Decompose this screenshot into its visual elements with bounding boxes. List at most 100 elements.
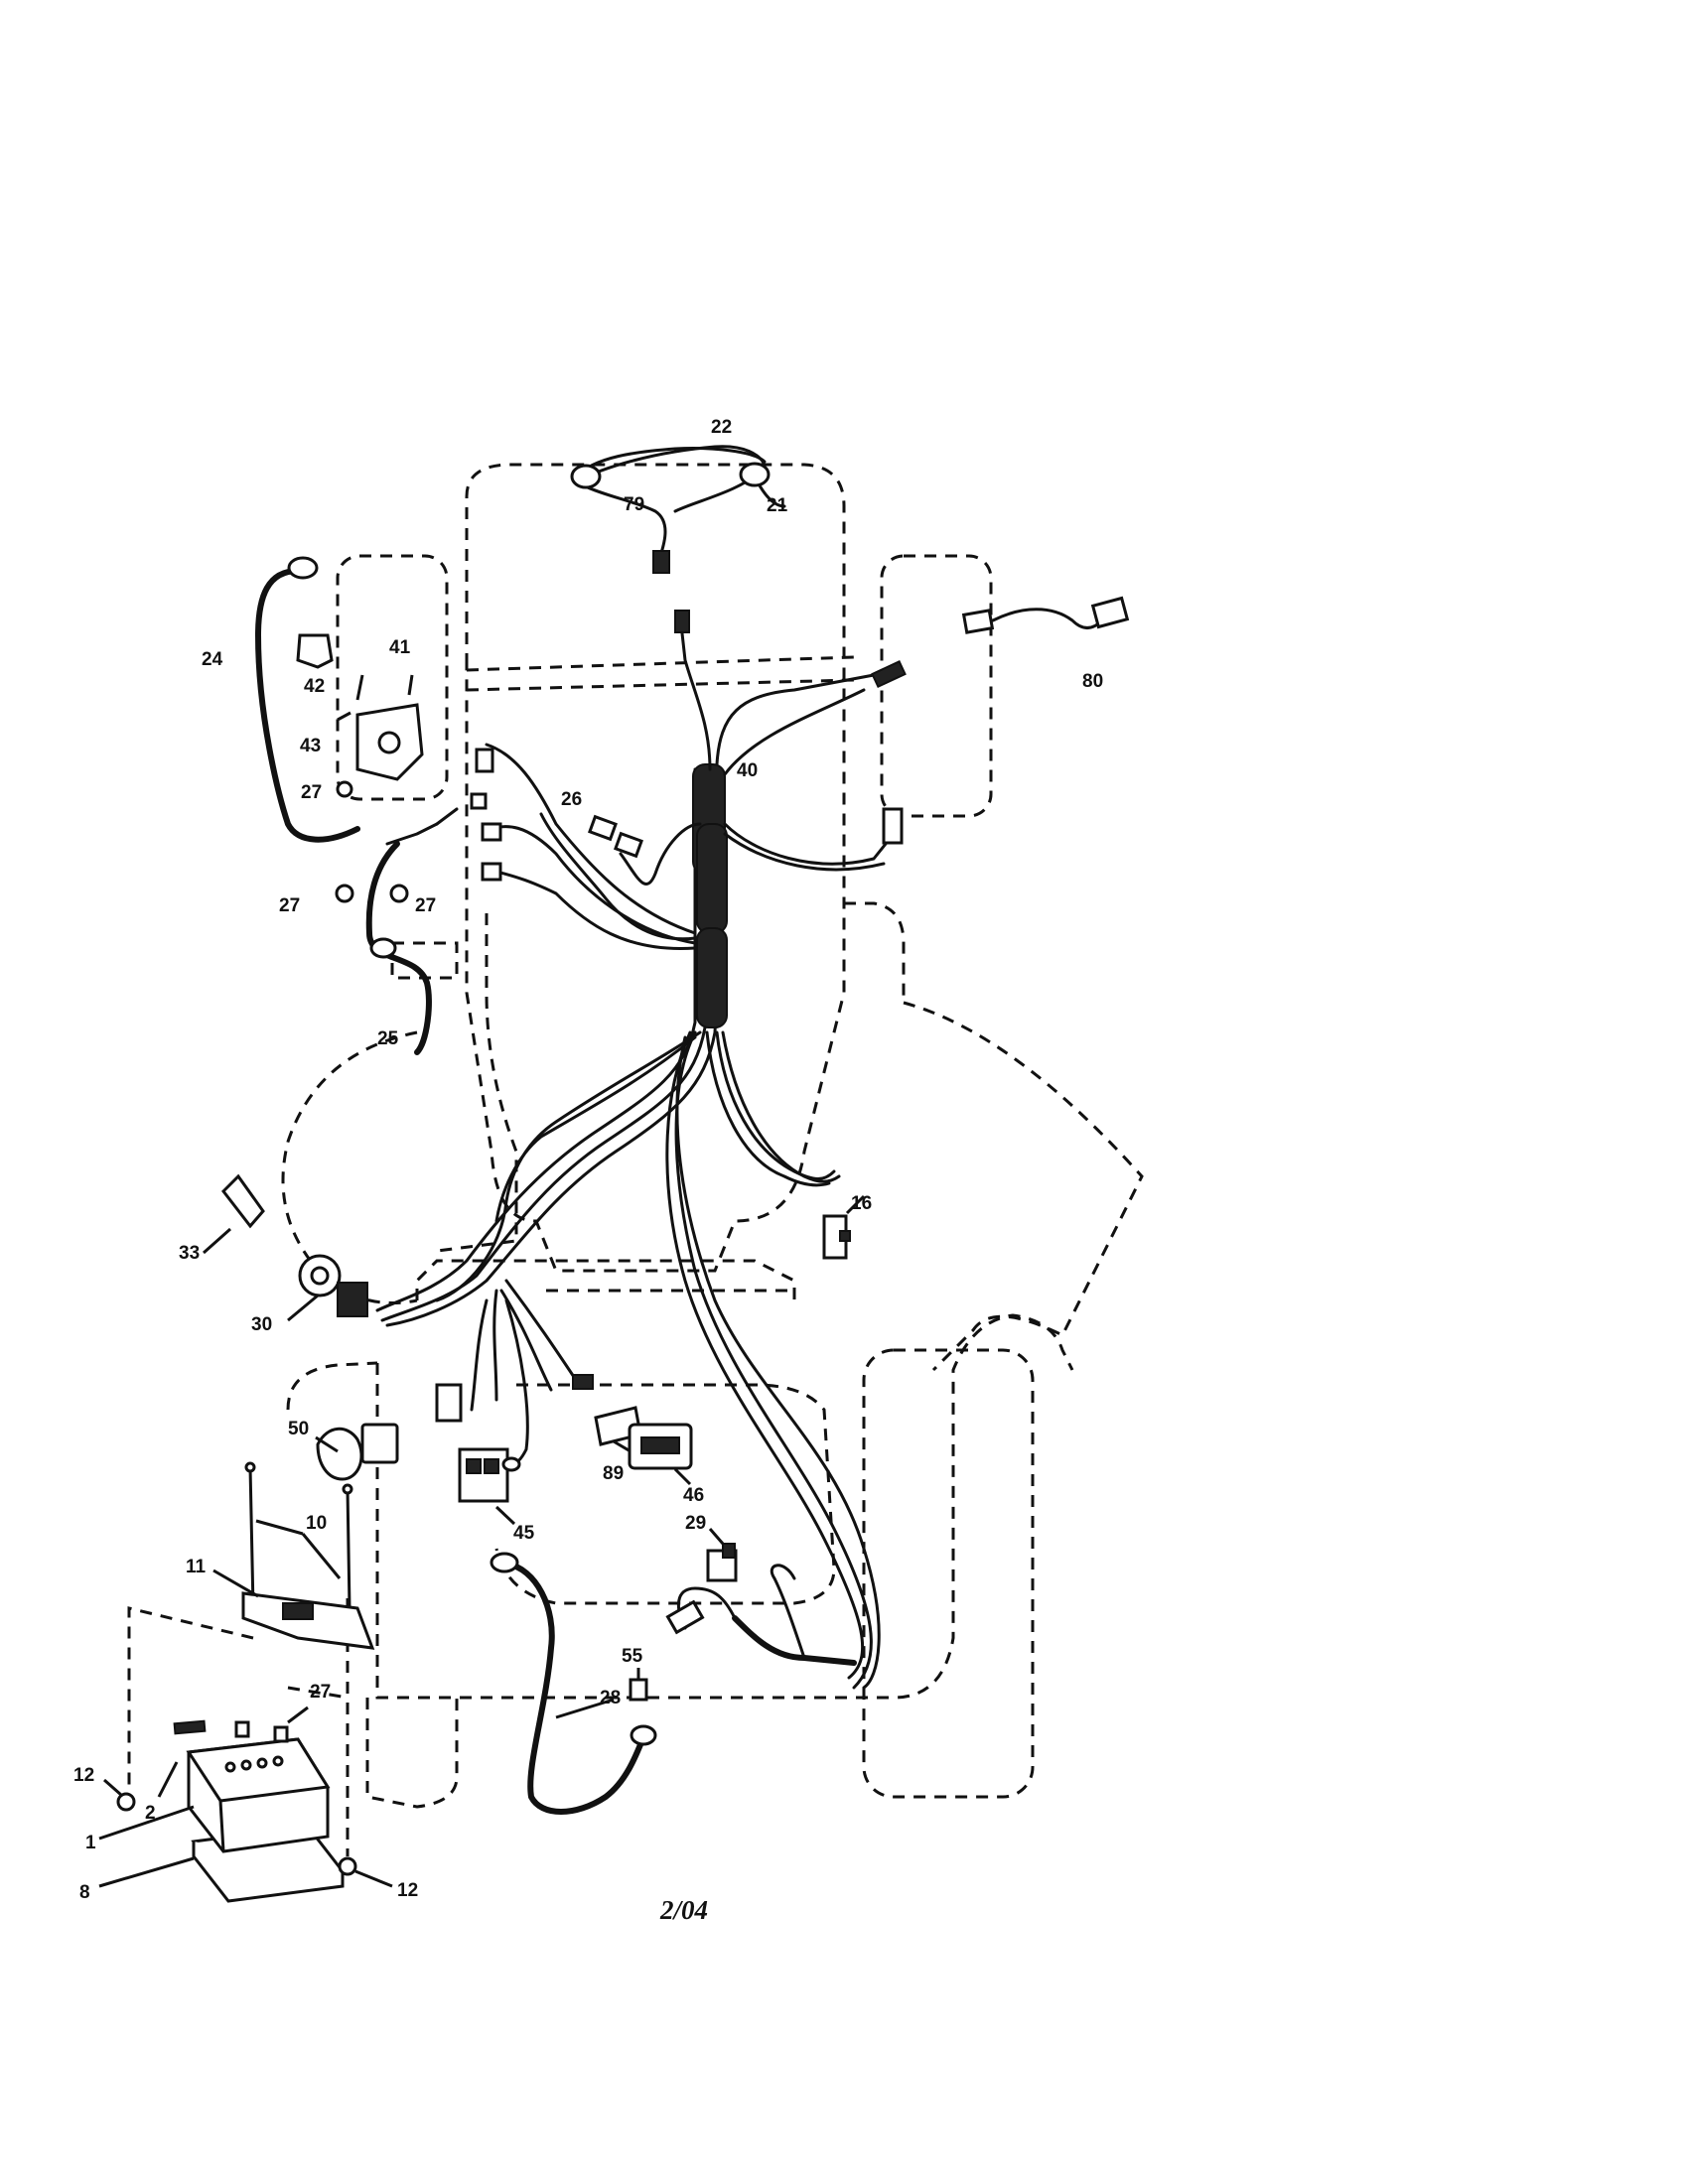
branch-45: [470, 1298, 489, 1412]
branch-to-front: [678, 614, 712, 771]
branch-45-2: [492, 1289, 498, 1402]
headlamp-harness: [570, 445, 786, 574]
branch-lower-mid: [504, 1279, 578, 1382]
callout-label: 43: [300, 736, 321, 756]
branch-rear-3: [675, 1035, 881, 1690]
callout-label: 12: [73, 1765, 94, 1786]
callout-label: 29: [685, 1513, 706, 1534]
harness-wire: [494, 1035, 697, 1223]
branch-lower-mid-2: [499, 1289, 553, 1392]
harness-wire: [375, 767, 697, 1312]
main-harness: [375, 614, 896, 1690]
callout-label: 42: [304, 676, 325, 697]
rear-deck-outline: [494, 1383, 836, 1605]
rear-body-outline: [375, 1313, 1074, 1700]
callout-label: 24: [202, 649, 223, 670]
callout-label: 8: [79, 1882, 90, 1903]
branch-left: [485, 743, 697, 935]
callout-label: 10: [306, 1513, 327, 1534]
holddown-10-11: [212, 1461, 375, 1650]
callout-label: 21: [767, 495, 788, 516]
frame-outline-right: [844, 901, 906, 1003]
callout-label: 27: [310, 1682, 331, 1703]
callout-label: 55: [622, 1646, 643, 1667]
part-16: [822, 1194, 866, 1260]
callout-label: 27: [279, 895, 300, 916]
coil-cable-3: [771, 1564, 806, 1660]
rod-10-right: [346, 1487, 351, 1610]
branch-rear: [674, 1030, 873, 1690]
branch-16-3: [705, 1030, 831, 1187]
callout-label: 11: [186, 1557, 207, 1577]
callout-label: 22: [711, 417, 732, 438]
callout-label: 30: [251, 1314, 272, 1335]
frame-outline: [436, 913, 518, 1253]
callout-label: 89: [603, 1463, 624, 1484]
part-46: [628, 1423, 693, 1486]
branch-to-front-2: [715, 673, 876, 766]
callout-label: 26: [561, 789, 582, 810]
cable-28: [503, 1561, 646, 1815]
front-axle-outline-2: [466, 678, 855, 692]
nut-27-top: [336, 780, 353, 798]
seat-outline: [415, 1259, 796, 1300]
nut-27-left: [335, 884, 354, 903]
battery-assembly: [98, 1706, 393, 1903]
bracket-11: [241, 1591, 375, 1650]
branch-26: [619, 822, 702, 886]
plug-80-right: [1090, 596, 1130, 629]
headlamp-left: [570, 464, 602, 489]
callout-label: 1: [85, 1833, 96, 1853]
front-right-tire: [880, 554, 993, 818]
terminal-2: [173, 1719, 207, 1735]
deck-right-outline: [903, 1001, 1144, 1372]
connector: [882, 807, 904, 845]
solenoid-assembly: [255, 556, 459, 1055]
left-dash-stub: [390, 941, 459, 980]
front-right-connectors: [674, 610, 907, 845]
nut-12-left: [116, 1792, 136, 1812]
rod-10-left: [248, 1465, 255, 1610]
left-connectors: [470, 748, 502, 882]
rear-fender: [286, 1361, 378, 1411]
part-28: [490, 1552, 657, 1815]
branch-rear-2: [665, 1030, 865, 1680]
headlamp-right: [739, 462, 771, 487]
callout-label: 12: [397, 1880, 418, 1901]
part-29: [706, 1528, 738, 1582]
front-axle-outline: [466, 655, 855, 672]
branch-to-front-3: [723, 688, 866, 776]
callout-label: 80: [1082, 671, 1103, 692]
callout-labels: 22 79 21 24 41 42 43 27 27 27 25 26 40 8…: [73, 417, 1103, 1903]
callout-label: 27: [415, 895, 436, 916]
branch-right-2: [723, 832, 886, 872]
connector: [871, 659, 907, 689]
callout-label: 46: [683, 1485, 704, 1506]
rear-right-tire: [862, 1348, 1035, 1799]
plug-80-left: [961, 609, 995, 634]
nut-12-right: [338, 1856, 357, 1876]
callout-label: 40: [737, 760, 758, 781]
callout-label: 16: [851, 1193, 872, 1214]
battery-tray-8-side: [192, 1842, 345, 1903]
callout-label: 79: [624, 494, 644, 515]
callout-label: 28: [600, 1688, 621, 1708]
harness-wrap: [692, 763, 728, 1028]
battery-bracket-outline-2: [287, 1686, 349, 1700]
part-55: [629, 1668, 648, 1702]
branch-right: [723, 822, 896, 866]
callout-label: 27: [301, 782, 322, 803]
branch-left-2: [490, 825, 697, 945]
part-30: [287, 1254, 368, 1322]
callout-label: 41: [389, 637, 411, 658]
connector: [674, 610, 690, 633]
callout-label: 33: [179, 1243, 200, 1264]
callout-label: 2: [145, 1803, 156, 1824]
callout-label: 25: [377, 1028, 399, 1049]
terminal-25: [369, 937, 397, 959]
battery-bracket-outline: [127, 1606, 254, 1797]
hood-outline: [465, 463, 846, 1273]
branch-left-3: [490, 867, 697, 951]
revision-date: 2/04: [659, 1895, 708, 1925]
